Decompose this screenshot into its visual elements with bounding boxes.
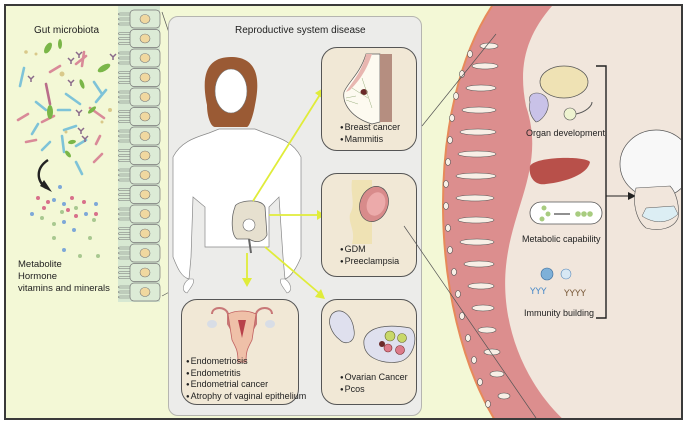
microvillus: [118, 198, 130, 201]
microvillus: [118, 95, 130, 99]
cell-nucleus: [139, 150, 151, 161]
microvillus: [118, 276, 130, 279]
product-hormone: Hormone: [18, 271, 58, 282]
microvillus: [118, 37, 130, 40]
disease-item: Preeclampsia: [340, 256, 400, 268]
ovary-icon: [329, 310, 416, 363]
microvillus: [118, 22, 130, 26]
microvillus: [118, 290, 130, 294]
microvillus: [118, 90, 130, 94]
microvillus: [118, 17, 130, 21]
disease-item: Ovarian Cancer: [340, 372, 408, 384]
card-pregnancy: GDM Preeclampsia: [321, 173, 417, 277]
intestinal-epithelium-icon: [118, 6, 161, 302]
microvillus: [118, 134, 130, 138]
microvillus: [118, 56, 130, 60]
figure-frame: Gut microbiota: [4, 4, 683, 420]
metabolite-dots-icon: [30, 185, 100, 258]
microvillus: [118, 227, 130, 230]
woman-figure-icon: [172, 57, 325, 299]
microvillus: [118, 188, 130, 191]
microvillus: [118, 32, 130, 35]
product-metabolite: Metabolite: [18, 259, 62, 270]
microvillus: [118, 217, 130, 221]
microvillus: [118, 193, 130, 196]
microvillus: [118, 256, 130, 260]
microvillus: [118, 246, 130, 250]
cell-nucleus: [139, 189, 151, 200]
microvillus: [118, 266, 130, 269]
microvillus: [118, 12, 130, 16]
disease-item: Endometritis: [186, 368, 306, 380]
cell-nucleus: [139, 209, 151, 219]
card-uterus: Endometriosis Endometritis Endometrial c…: [181, 299, 306, 405]
outcome-metabolic-capability: Metabolic capability: [522, 234, 601, 244]
disease-item: Pcos: [340, 384, 408, 396]
microvillus: [118, 159, 130, 162]
microvillus: [118, 207, 130, 211]
cell-nucleus: [139, 14, 151, 24]
microvillus: [118, 237, 130, 240]
disease-item: Endometriosis: [186, 356, 306, 368]
microvillus: [118, 81, 130, 84]
bacteria-icon: [16, 39, 117, 176]
cell-nucleus: [139, 228, 151, 239]
microvillus: [118, 51, 130, 55]
microvillus: [118, 271, 130, 274]
microvillus: [118, 178, 130, 182]
outcome-organ-development: Organ development: [526, 128, 606, 138]
microvillus: [118, 251, 130, 255]
card-breast: Breast cancer Mammitis: [321, 47, 417, 151]
frame-right-border: [681, 6, 683, 420]
microvillus: [118, 149, 130, 152]
microvillus: [118, 168, 130, 172]
disease-item: GDM: [340, 244, 399, 256]
uterus-icon: [207, 307, 275, 363]
microvillus: [118, 129, 130, 133]
microvillus: [118, 173, 130, 177]
microvillus: [118, 71, 130, 74]
cell-nucleus: [139, 131, 151, 141]
disease-item: Breast cancer: [340, 122, 401, 134]
disease-item: Atrophy of vaginal epithelium: [186, 391, 307, 403]
intestine-icon: [231, 200, 268, 254]
microvillus: [118, 154, 130, 157]
pregnant-abdomen-icon: [349, 180, 389, 244]
microvillus: [118, 120, 130, 123]
disease-item: Endometrial cancer: [186, 379, 306, 391]
microvillus: [118, 76, 130, 79]
illustration-layer: [16, 6, 233, 302]
microvillus: [118, 285, 130, 289]
cell-nucleus: [139, 53, 151, 63]
cell-nucleus: [139, 92, 151, 102]
microvillus: [118, 100, 130, 104]
panel-title: Reproductive system disease: [235, 25, 366, 36]
microvillus: [118, 139, 130, 143]
microvillus: [118, 115, 130, 118]
microvillus: [118, 295, 130, 299]
cell-nucleus: [139, 33, 151, 44]
microvillus: [118, 61, 130, 65]
cell-nucleus: [139, 267, 151, 278]
microvillus: [118, 232, 130, 235]
reproductive-disease-panel: Reproductive system disease: [168, 16, 422, 416]
cell-nucleus: [139, 287, 151, 297]
cell-nucleus: [139, 170, 151, 180]
product-vitamins: vitamins and minerals: [18, 283, 110, 294]
microvillus: [118, 110, 130, 113]
disease-item: Mammitis: [340, 134, 400, 146]
cell-nucleus: [139, 111, 151, 122]
gut-microbiota-label: Gut microbiota: [34, 25, 100, 36]
microvillus: [118, 212, 130, 216]
cell-nucleus: [139, 72, 151, 83]
cell-nucleus: [139, 248, 151, 258]
microvillus: [118, 42, 130, 45]
outcome-immunity-building: Immunity building: [524, 308, 595, 318]
card-ovary: Ovarian Cancer Pcos: [321, 299, 417, 405]
